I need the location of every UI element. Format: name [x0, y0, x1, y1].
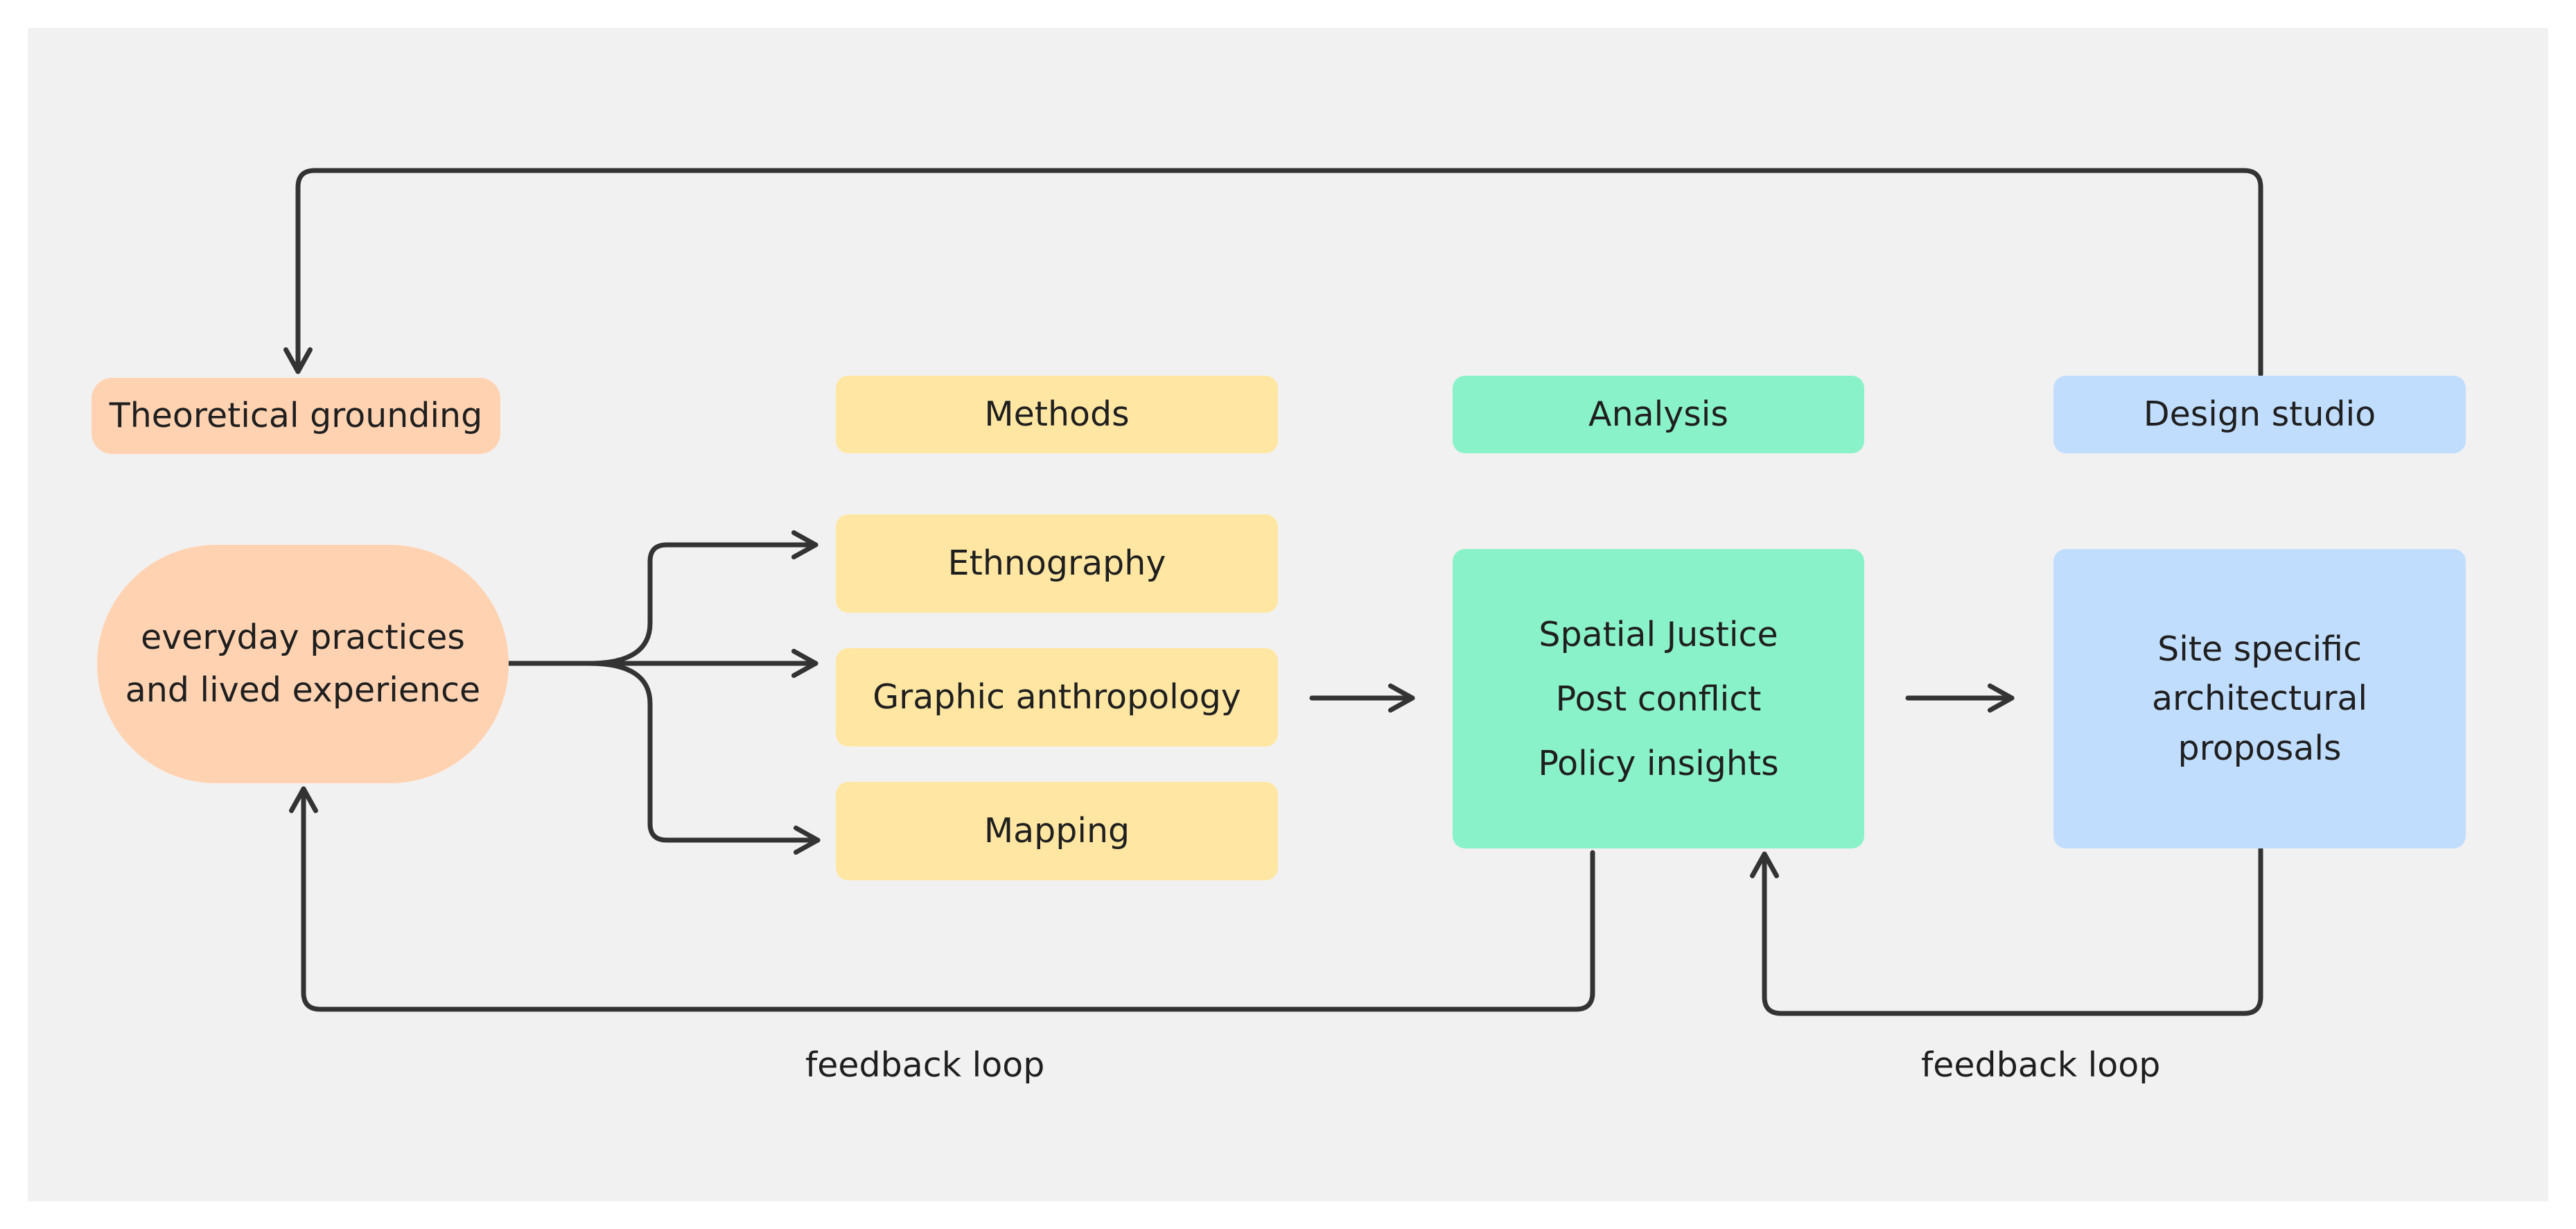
- node-design-proposals: Site specific architectural proposals: [2053, 549, 2466, 848]
- stage-label-analysis: Analysis: [1453, 376, 1864, 453]
- analysis-item: Policy insights: [1538, 743, 1779, 783]
- caption-left-feedback-loop: feedback loop: [805, 1045, 1044, 1085]
- left-feedback-connector: [289, 786, 1595, 1012]
- stage-label-design-studio: Design studio: [2053, 376, 2466, 453]
- connector-to-ethnography: [586, 530, 818, 666]
- caption-text: feedback loop: [805, 1045, 1045, 1085]
- node-analysis-topics: Spatial Justice Post conflict Policy ins…: [1453, 549, 1864, 848]
- stage-label-text: Methods: [984, 394, 1130, 435]
- node-design-proposals-text: Site specific architectural proposals: [2151, 629, 2368, 768]
- node-method-ethnography: Ethnography: [836, 514, 1278, 613]
- right-feedback-connector: [1750, 846, 2263, 1016]
- caption-text: feedback loop: [1921, 1045, 2161, 1085]
- node-method-graphic-anthropology: Graphic anthropology: [836, 648, 1278, 747]
- node-method-text: Mapping: [983, 811, 1130, 851]
- node-method-text: Ethnography: [947, 543, 1166, 584]
- stage-label-text: Design studio: [2143, 394, 2376, 435]
- stage-label-theoretical-grounding: Theoretical grounding: [91, 378, 500, 454]
- analysis-item: Spatial Justice: [1539, 614, 1778, 654]
- connector-to-mapping: [586, 661, 821, 855]
- node-everyday-practices-text: everyday practices and lived experience: [125, 618, 481, 710]
- node-method-text: Graphic anthropology: [873, 677, 1241, 717]
- stage-label-text: Analysis: [1588, 394, 1728, 435]
- node-everyday-practices: everyday practices and lived experience: [97, 545, 509, 783]
- stage-label-text: Theoretical grounding: [109, 396, 483, 436]
- top-feedback-connector: [283, 168, 2263, 377]
- analysis-item: Post conflict: [1555, 679, 1762, 719]
- caption-right-feedback-loop: feedback loop: [1921, 1045, 2160, 1085]
- node-method-mapping: Mapping: [836, 782, 1278, 880]
- stage-label-methods: Methods: [836, 376, 1278, 453]
